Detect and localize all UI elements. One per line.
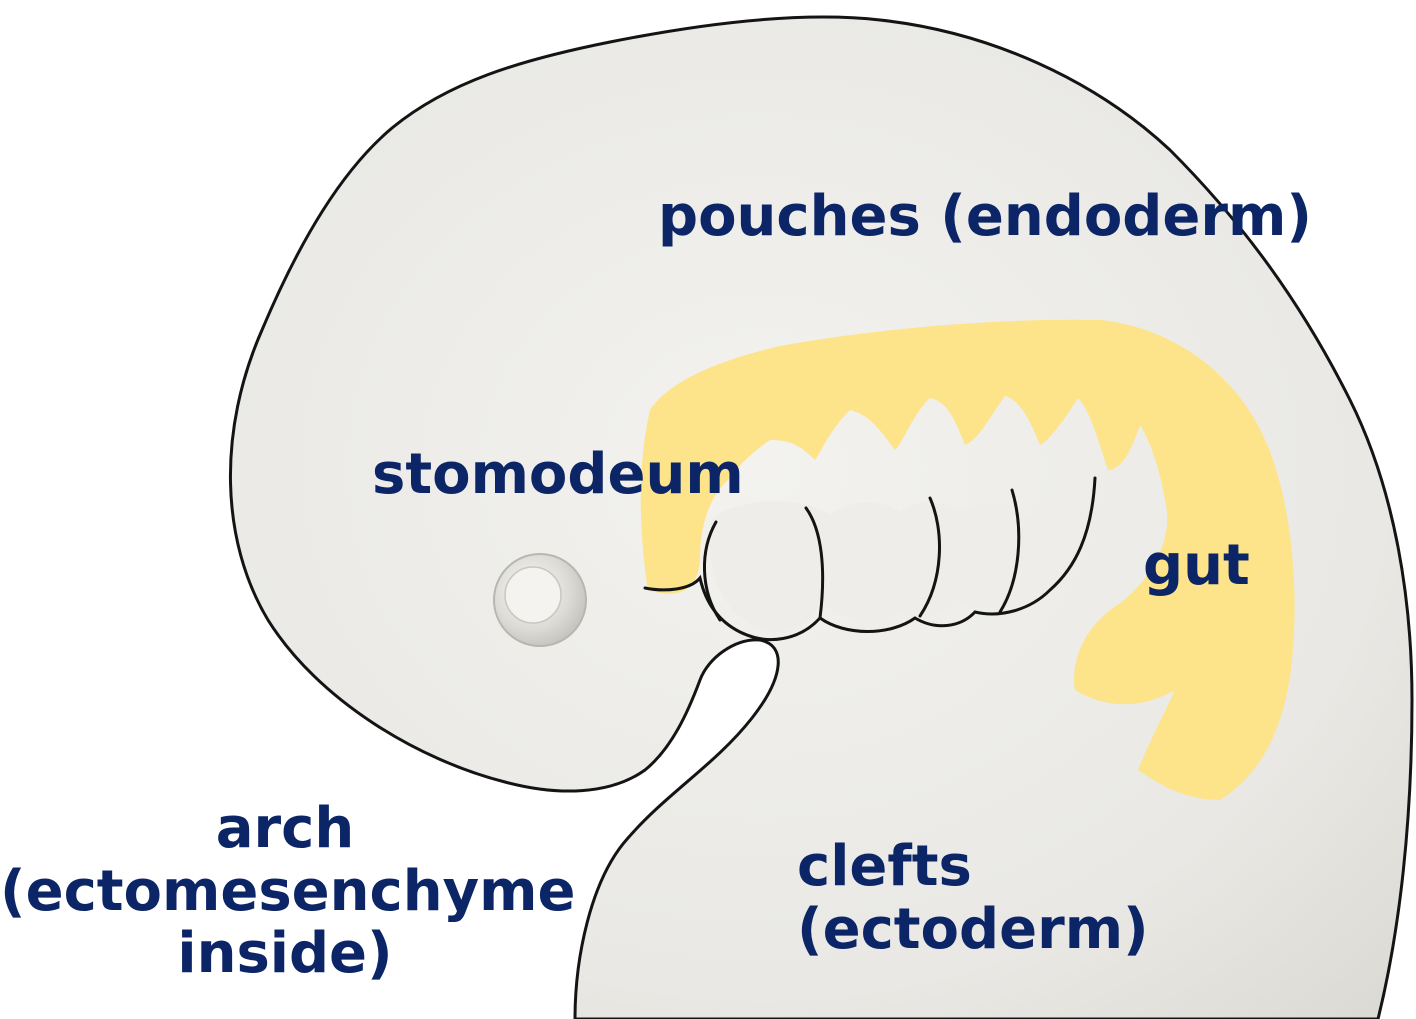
eye-highlight bbox=[505, 567, 561, 623]
label-clefts-line2: (ectoderm) bbox=[797, 899, 1149, 962]
label-pouches: pouches (endoderm) bbox=[658, 186, 1312, 249]
label-arch: arch (ectomesenchyme inside) bbox=[0, 798, 570, 986]
label-arch-line1: arch bbox=[0, 798, 570, 861]
label-clefts-line1: clefts bbox=[797, 836, 1149, 899]
label-gut: gut bbox=[1143, 535, 1250, 598]
label-stomodeum: stomodeum bbox=[372, 444, 744, 507]
label-clefts: clefts (ectoderm) bbox=[797, 836, 1149, 961]
label-arch-line2: (ectomesenchyme bbox=[0, 861, 570, 924]
label-arch-line3: inside) bbox=[0, 923, 570, 986]
